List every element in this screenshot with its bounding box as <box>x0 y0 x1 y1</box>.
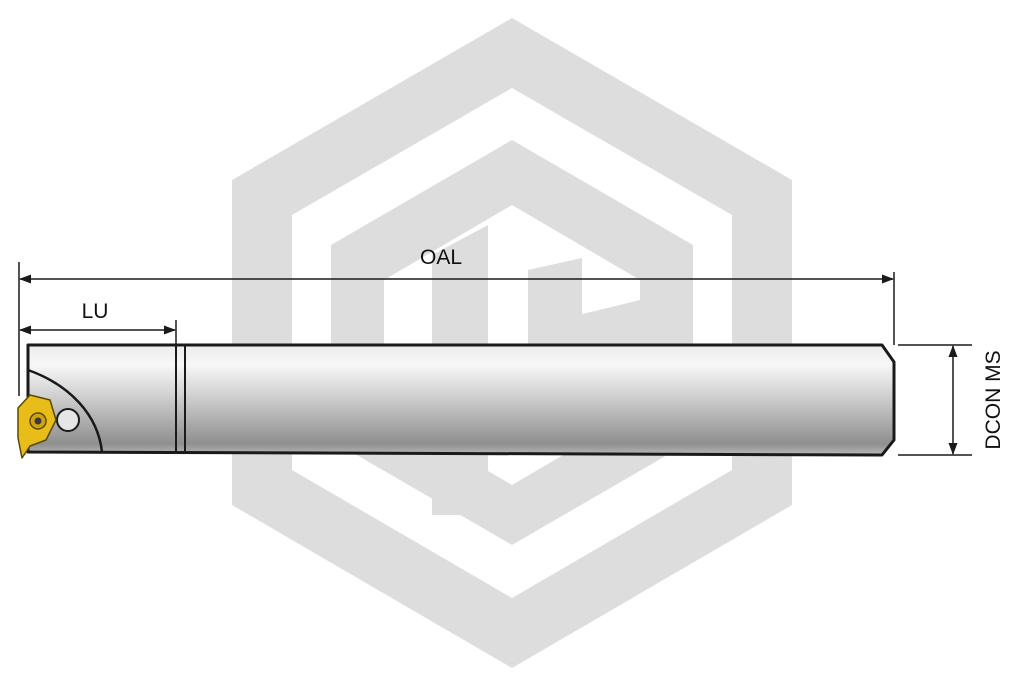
hexagon-logo-watermark <box>232 18 792 668</box>
boring-bar-body <box>26 343 896 457</box>
oal-dimension: OAL <box>19 246 894 284</box>
extension-lines <box>18 262 972 456</box>
clamp-screw <box>56 408 80 432</box>
lu-dimension: LU <box>19 300 176 335</box>
head-relief-curve <box>27 368 104 453</box>
dcon-ms-dimension: DCON MS <box>948 345 1005 455</box>
oal-label: OAL <box>420 246 462 269</box>
threading-insert-icon <box>17 394 57 459</box>
lu-label: LU <box>82 300 109 323</box>
dcon-ms-label: DCON MS <box>982 350 1005 449</box>
